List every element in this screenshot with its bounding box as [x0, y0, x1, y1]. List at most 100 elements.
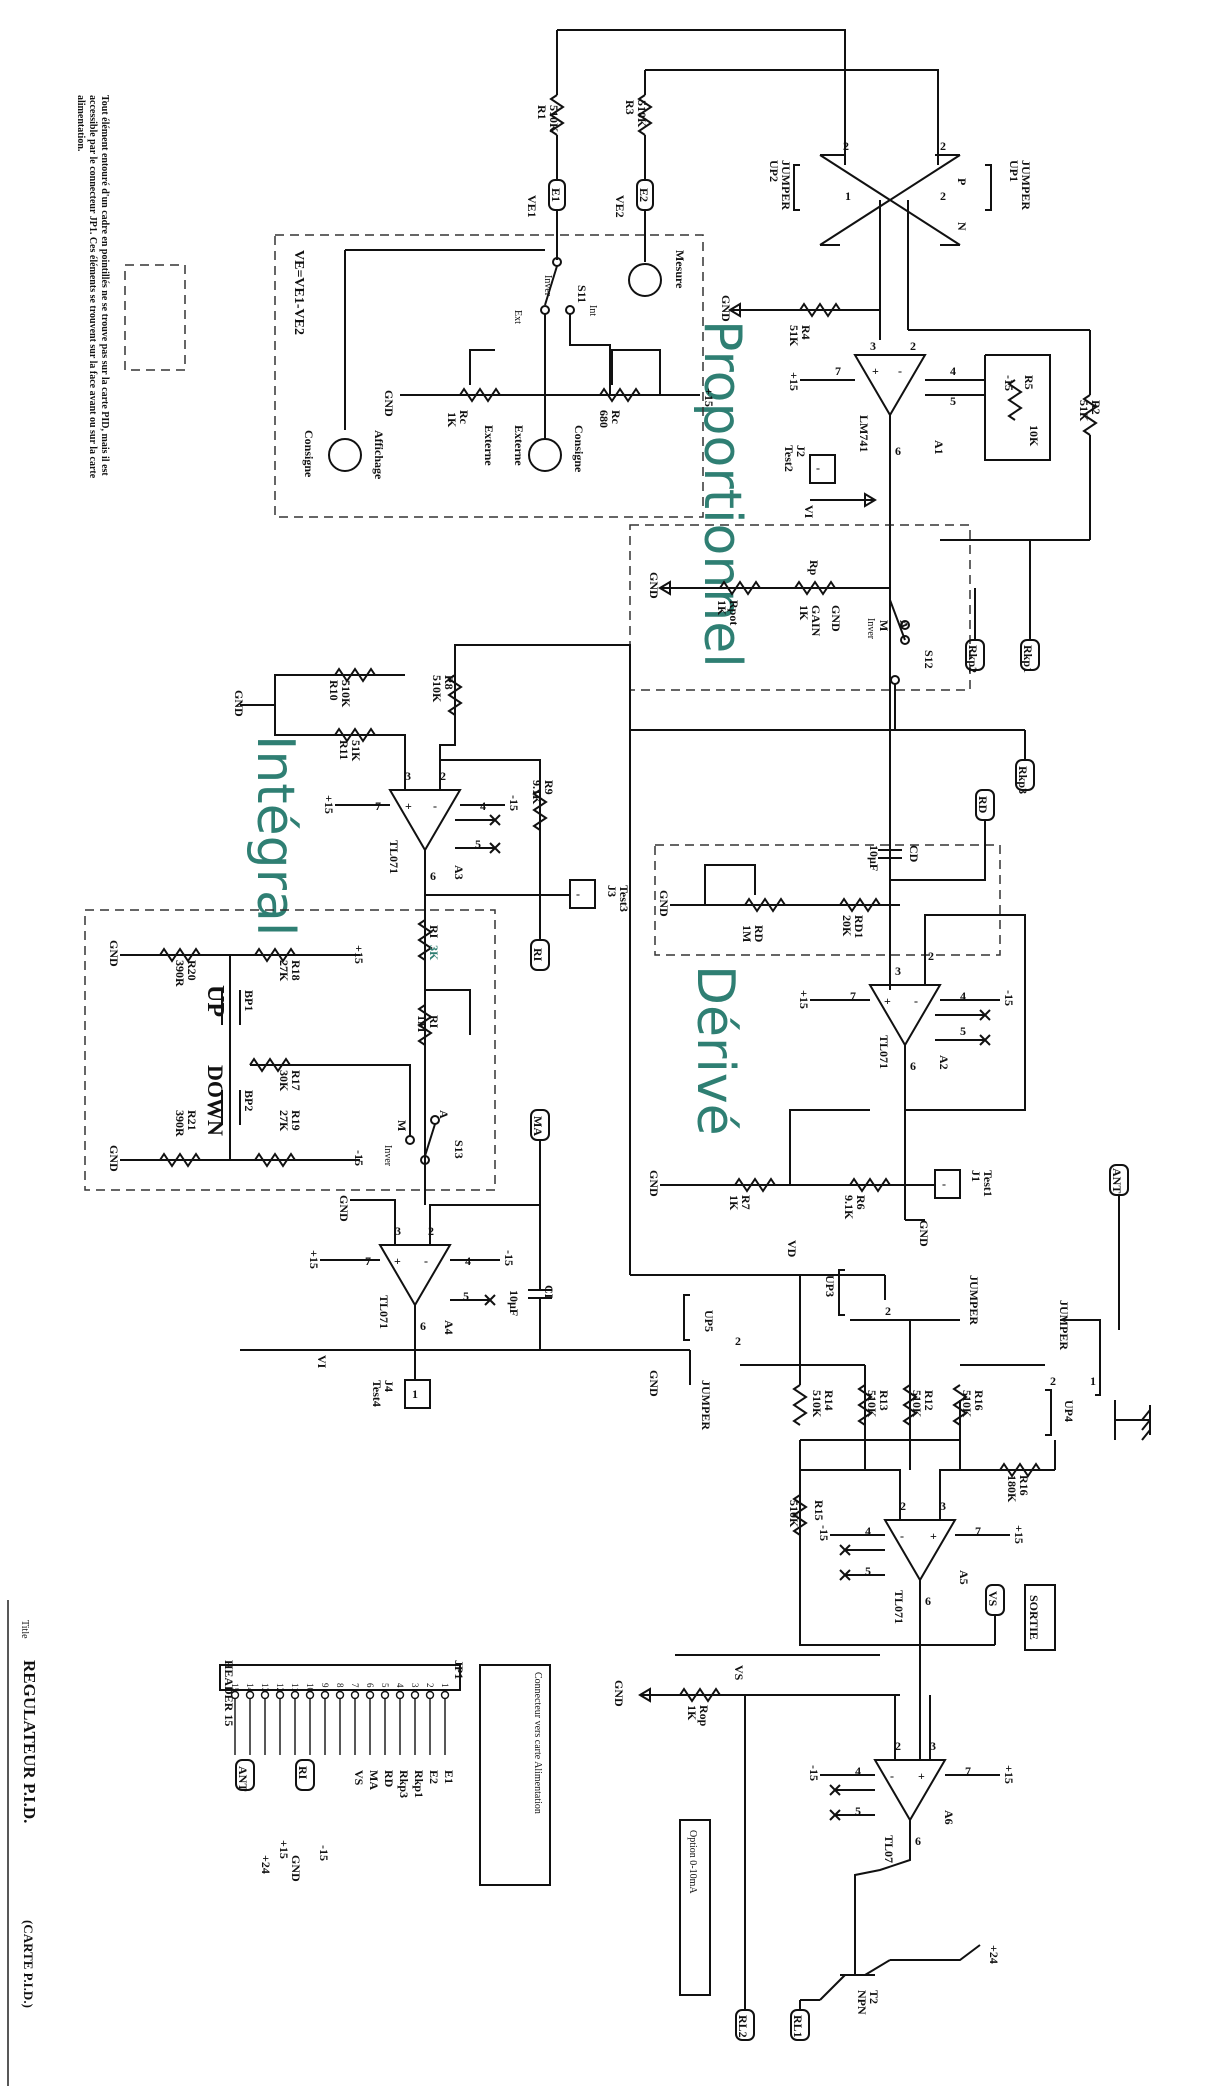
section-label-proportionnel: Proportionnel [692, 320, 752, 668]
a1-name: A1 [932, 440, 946, 455]
r7-ref: R7 [739, 1195, 753, 1210]
r18-ref: R18 [289, 960, 303, 981]
rpot-ref: Rpot [727, 600, 741, 625]
a4-pin5: 5 [463, 1289, 469, 1303]
r3-value: 510K [635, 100, 649, 128]
a2-pos15: +15 [797, 990, 811, 1009]
r16b-value: 180K [1005, 1475, 1019, 1503]
up-pin-2a: 2 [843, 139, 849, 153]
a5-part: TL071 [892, 1590, 906, 1624]
a2-pin5: 5 [960, 1024, 966, 1038]
a1-pin7: 7 [835, 364, 841, 378]
r12-ref: R12 [922, 1390, 936, 1411]
title-label: Title [19, 1620, 30, 1639]
ve-equation: VE=VE1-VE2 [291, 250, 306, 335]
header-pin-number-13: 13 [260, 1683, 270, 1693]
up3-ref: UP3 [823, 1275, 837, 1297]
gnd-a4: GND [337, 1195, 351, 1222]
r19-value: 27K [277, 1110, 291, 1132]
vi-label: VI [315, 1355, 329, 1369]
r4-ref: R4 [799, 325, 813, 340]
r7-value: 1K [727, 1195, 741, 1211]
ri-label: RI [531, 948, 545, 962]
a5-neg15: -15 [817, 1525, 831, 1541]
r6-value: 9.1K [842, 1195, 856, 1220]
a5-name: A5 [957, 1570, 971, 1585]
header-pin-7 [350, 1690, 360, 1700]
s12-m: M [877, 620, 891, 631]
a3-part: TL071 [387, 840, 401, 874]
externe-label: Externe [512, 425, 526, 466]
r11-ref: R11 [337, 740, 351, 760]
consigne-section: Affichage Consigne S11 Inver Int Ext Ext… [302, 249, 716, 480]
r5-value: 10K [1027, 425, 1041, 447]
gnd-j1: GND [917, 1220, 931, 1247]
up1-type: JUMPER [1019, 160, 1033, 210]
s13-a: A [437, 1110, 451, 1119]
vd-label: VD [785, 1240, 799, 1258]
j3-mark: - [576, 887, 580, 901]
jp1-header: HEADER 15 JP1 Connecteur vers carte Alim… [219, 1660, 551, 1886]
header-pin-5 [380, 1690, 390, 1700]
hdr-pos15: +15 [277, 1840, 291, 1859]
rop-value: 1K [685, 1705, 699, 1721]
j2-ref: J2 [794, 445, 808, 457]
r14-value: 510K [810, 1390, 824, 1418]
a2-pin2: 2 [928, 949, 934, 963]
rd-pot-ref: RD [752, 925, 766, 943]
gain-network: GND Rpot 1K Rp 1K GAIN GND Rkp2 Rkp1 A S… [647, 539, 1090, 730]
r20-ref: R20 [185, 960, 199, 981]
a5-pin7: 7 [975, 1524, 981, 1538]
a3-neg15: -15 [507, 795, 521, 811]
j2-name: Test2 [782, 445, 796, 472]
up5-type: JUMPER [699, 1380, 713, 1430]
hdr-gnd: GND [289, 1855, 303, 1882]
ri1m-ref: RI [427, 1015, 441, 1029]
title-block: Title REGULATEUR P.I.D. (CARTE P.I.D.) [7, 1600, 39, 2086]
opamp-a2: Rkp3 CD 10µF RD GND RD 1M RD1 20K + - 3 … [630, 729, 1035, 1276]
gnd-rd: GND [657, 890, 671, 917]
pos15-label-1: +15 [702, 388, 716, 407]
r12-value: 510K [910, 1390, 924, 1418]
r13-value: 510K [865, 1390, 879, 1418]
r16-value: 510K [960, 1390, 974, 1418]
opamp-a1: + - 3 2 6 7 4 5 LM741 A1 +15 R5 10K -15 … [719, 295, 1103, 990]
gnd-up: GND [107, 940, 121, 967]
a2-neg15: -15 [1002, 990, 1016, 1006]
up-pin-2c: 2 [940, 189, 946, 203]
dashed-frame-note: Tout élément entouré d'un cadre en point… [75, 95, 186, 479]
a3-pin3: 3 [405, 769, 411, 783]
hdr-pos24: +24 [259, 1855, 273, 1874]
up5-ref: UP5 [702, 1310, 716, 1332]
a6-pin5: 5 [855, 1804, 861, 1818]
hdr-e2: E2 [427, 1770, 441, 1784]
a2-pin3: 3 [895, 964, 901, 978]
opamp-a6: GND Rop 1K RL2 - + 2 3 6 4 7 5 TL07 A6 -… [612, 1680, 1016, 2041]
ve2-label: VE2 [613, 195, 627, 218]
up-pin-1a: 1 [845, 189, 851, 203]
affichage-label: Affichage [372, 430, 386, 480]
v1-label: VI [802, 505, 816, 519]
header-pin-number-14: 14 [245, 1683, 255, 1693]
rc2-ref: Rc [609, 410, 623, 425]
s12-a: A [897, 620, 911, 629]
header-pin-4 [395, 1690, 405, 1700]
a2-plus: + [884, 994, 891, 1008]
schematic-title: REGULATEUR P.I.D. [20, 1660, 39, 1823]
header-pin-13 [260, 1690, 270, 1700]
a2-pin7: 7 [850, 989, 856, 1003]
r8-value: 510K [430, 675, 444, 703]
dashed-frame-note-text: Tout élément entouré d'un cadre en point… [75, 95, 110, 479]
a2-name: A2 [937, 1055, 951, 1070]
rc1-ref: Rc [457, 410, 471, 425]
up1-n: N [955, 222, 969, 231]
header-pin-number-8: 8 [335, 1683, 345, 1688]
r6-ref: R6 [854, 1195, 868, 1210]
gnd-down: GND [107, 1145, 121, 1172]
ri3k-ref: RI [427, 925, 441, 939]
j2-mark: - [816, 461, 820, 475]
rc1-value: 1K [445, 412, 459, 428]
header-pin-number-12: 12 [275, 1683, 285, 1692]
